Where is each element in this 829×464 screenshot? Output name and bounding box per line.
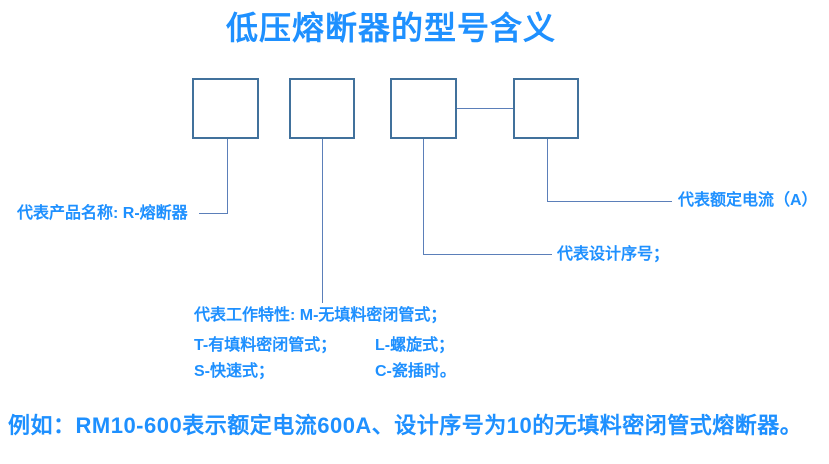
product-letter-box bbox=[192, 78, 259, 139]
connector-box1-down bbox=[227, 139, 228, 214]
connector-rated-label bbox=[547, 201, 672, 202]
product-name-label: 代表产品名称: R-熔断器 bbox=[17, 205, 188, 222]
work-characteristic-line3-left: S-快速式； bbox=[194, 363, 275, 380]
connector-box3-down bbox=[423, 139, 424, 255]
work-characteristic-line3-right: C-瓷插时。 bbox=[375, 363, 456, 380]
rated-current-label: 代表额定电流（A） bbox=[678, 192, 818, 209]
page-title: 低压熔断器的型号含义 bbox=[226, 10, 557, 46]
design-serial-box bbox=[390, 78, 457, 139]
work-characteristic-line2-left: T-有填料密闭管式； bbox=[194, 337, 337, 354]
rated-current-box bbox=[513, 78, 579, 139]
characteristic-letter-box bbox=[289, 78, 355, 139]
example-sentence: 例如：RM10-600表示额定电流600A、设计序号为10的无填料密闭管式熔断器… bbox=[8, 413, 803, 438]
work-characteristic-line2-right: L-螺旋式； bbox=[375, 337, 455, 354]
work-characteristic-line1: 代表工作特性: M-无填料密闭管式； bbox=[194, 307, 447, 324]
connector-box3-box4 bbox=[457, 108, 513, 109]
connector-product-label bbox=[199, 213, 228, 214]
connector-design-label bbox=[423, 254, 552, 255]
design-serial-label: 代表设计序号； bbox=[557, 246, 670, 263]
connector-box4-down bbox=[547, 139, 548, 202]
connector-box2-down bbox=[322, 139, 323, 303]
